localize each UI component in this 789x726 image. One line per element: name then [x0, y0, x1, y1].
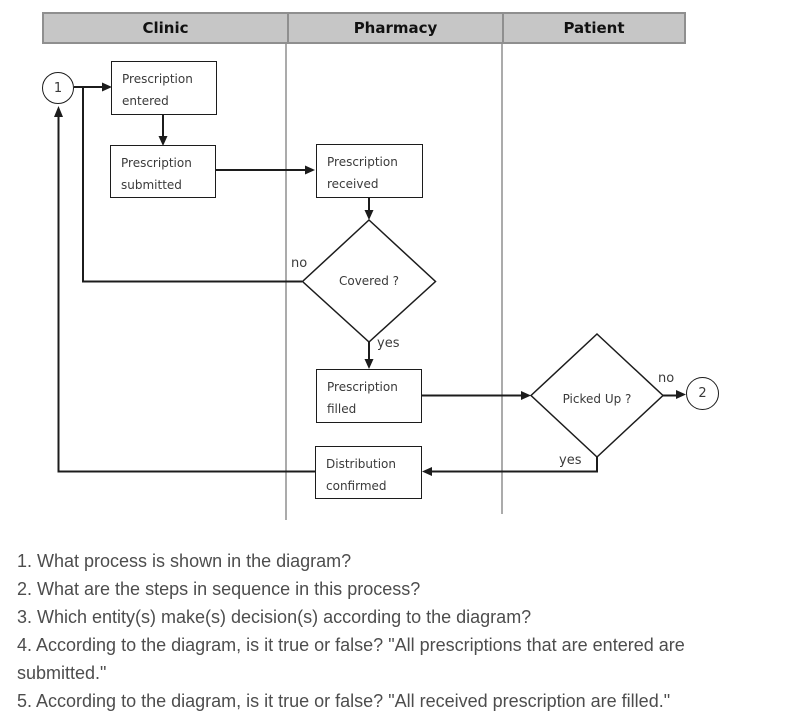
node-prescription-filled: Prescription filled — [316, 369, 422, 423]
flow-edges-layer — [54, 82, 686, 476]
lane-divider-pharmacy-patient — [501, 44, 503, 514]
question-item: 3. Which entity(s) make(s) decision(s) a… — [17, 607, 532, 627]
edge-label-covered-no: no — [291, 256, 308, 271]
edge-label-covered-yes: yes — [377, 336, 400, 351]
edge-covered-yes-to-filled — [364, 342, 374, 369]
edge-filled-to-picked — [422, 391, 531, 400]
picked-up-decision-label: Picked Up ? — [562, 392, 632, 406]
lane-header-clinic: Clinic — [142, 19, 189, 37]
edge-distribution-to-connector1 — [54, 106, 315, 473]
picked-up-decision-shape — [529, 332, 665, 459]
node-prescription-entered: Prescription entered — [111, 61, 217, 115]
lane-header-pharmacy: Pharmacy — [287, 14, 502, 42]
node-prescription-received: Prescription received — [316, 144, 423, 198]
question-item: 4. According to the diagram, is it true … — [17, 635, 685, 683]
question-item: 5. According to the diagram, is it true … — [17, 691, 671, 711]
node-distribution-confirmed: Distribution confirmed — [315, 446, 422, 499]
edge-label-picked-yes: yes — [559, 453, 582, 468]
questions: 1. What process is shown in the diagram?… — [17, 547, 747, 715]
edge-picked-yes-to-distribution — [422, 457, 598, 476]
edge-entered-to-submitted — [158, 115, 168, 146]
edge-covered-no-return — [82, 87, 302, 283]
edge-submitted-to-received — [216, 165, 315, 175]
connector-2: 2 — [686, 377, 719, 410]
question-item: 1. What process is shown in the diagram? — [17, 551, 352, 571]
lane-header-row: Clinic Pharmacy Patient — [42, 12, 686, 44]
edge-start-to-entered — [74, 82, 112, 92]
edge-received-to-covered — [364, 198, 374, 220]
lane-header-patient: Patient — [502, 14, 684, 42]
edge-label-picked-no: no — [658, 371, 675, 386]
covered-decision-shape — [301, 218, 437, 344]
connector-1: 1 — [42, 72, 74, 104]
covered-decision-label: Covered ? — [338, 274, 400, 288]
question-item: 2. What are the steps in sequence in thi… — [17, 579, 421, 599]
edge-picked-no-to-connector2 — [663, 390, 686, 399]
node-prescription-submitted: Prescription submitted — [110, 145, 216, 198]
